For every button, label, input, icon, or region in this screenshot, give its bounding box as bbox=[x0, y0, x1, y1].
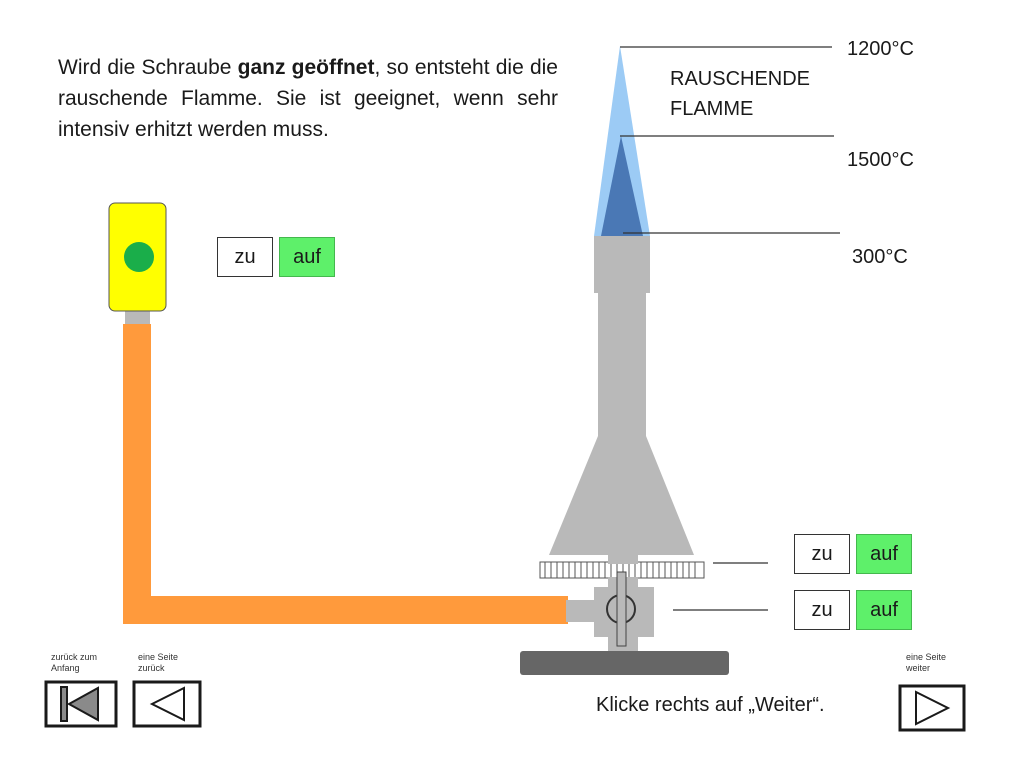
gas-screw-open-button[interactable]: auf bbox=[856, 590, 912, 630]
nav-start-button[interactable] bbox=[44, 680, 118, 728]
nav-next-caption-line-1: eine Seite bbox=[906, 652, 947, 662]
gas-screw-close-button[interactable]: zu bbox=[794, 590, 850, 630]
flame-name: RAUSCHENDE FLAMME bbox=[670, 64, 810, 124]
nav-back-caption-line-1: eine Seite bbox=[138, 652, 179, 662]
gas-valve-close-button[interactable]: zu bbox=[217, 237, 273, 277]
gas-screw-handle[interactable] bbox=[616, 571, 627, 647]
nav-start-caption-line-1: zurück zum bbox=[51, 652, 98, 662]
gas-inlet bbox=[566, 600, 598, 622]
gas-valve-open-button[interactable]: auf bbox=[279, 237, 335, 277]
gas-screw-toggle: zu auf bbox=[794, 590, 912, 630]
intro-part-1: Wird die Schraube bbox=[58, 56, 238, 79]
flame-name-line-1: RAUSCHENDE bbox=[670, 68, 811, 90]
gas-valve-toggle: zu auf bbox=[217, 237, 335, 277]
burner-base bbox=[520, 651, 729, 675]
nav-next-caption: eine Seite weiter bbox=[906, 652, 946, 674]
skip-start-icon bbox=[66, 686, 99, 722]
nav-next-button[interactable] bbox=[898, 684, 966, 732]
inner-flame bbox=[601, 136, 643, 236]
nav-back-button[interactable] bbox=[132, 680, 202, 728]
intro-text: Wird die Schraube ganz geöffnet, so ents… bbox=[58, 52, 558, 145]
air-screw-open-button[interactable]: auf bbox=[856, 534, 912, 574]
burner-top bbox=[594, 236, 650, 293]
burner-tube bbox=[598, 292, 646, 438]
next-triangle-icon bbox=[915, 690, 951, 726]
intro-part-2: , so entsteht die die rauschende Flamme.… bbox=[58, 56, 558, 141]
intro-emphasis: ganz geöffnet bbox=[237, 56, 375, 79]
skip-bar-icon bbox=[60, 686, 68, 722]
temperature-base: 300°C bbox=[852, 246, 908, 268]
valve-connector bbox=[125, 310, 150, 326]
temperature-middle: 1500°C bbox=[847, 149, 914, 171]
flame-name-line-2: FLAMME bbox=[670, 98, 754, 120]
valve-indicator-light bbox=[124, 242, 154, 272]
nav-next-caption-line-2: weiter bbox=[906, 663, 931, 673]
temperature-top: 1200°C bbox=[847, 38, 914, 60]
air-screw-close-button[interactable]: zu bbox=[794, 534, 850, 574]
burner-cone bbox=[549, 436, 694, 555]
air-screw-toggle: zu auf bbox=[794, 534, 912, 574]
back-triangle-icon bbox=[149, 686, 185, 722]
nav-back-caption: eine Seite zurück bbox=[138, 652, 178, 674]
burner-neck bbox=[608, 555, 638, 564]
nav-back-caption-line-2: zurück bbox=[138, 663, 165, 673]
instruction-text: Klicke rechts auf „Weiter“. bbox=[596, 694, 825, 716]
nav-start-caption-line-2: Anfang bbox=[51, 663, 80, 673]
gas-hose bbox=[123, 324, 568, 624]
nav-start-caption: zurück zum Anfang bbox=[51, 652, 97, 674]
